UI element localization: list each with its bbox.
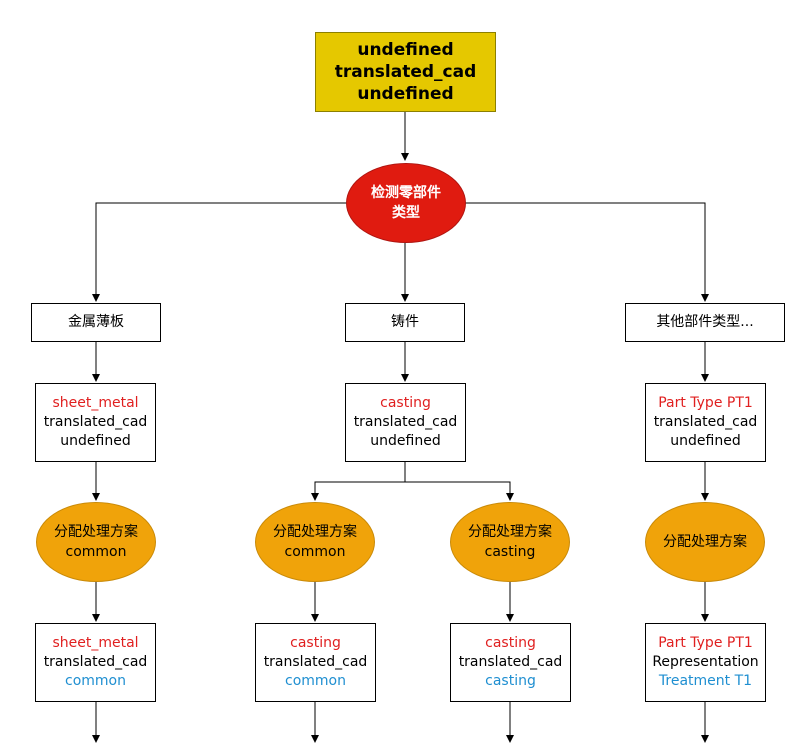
result-line-1: Part Type PT1 — [658, 635, 753, 651]
type-node-other: 其他部件类型... — [625, 303, 785, 342]
result-node-2: casting translated_cad common — [255, 623, 376, 702]
info-line-3: undefined — [370, 433, 441, 449]
info-line-3: undefined — [670, 433, 741, 449]
info-node-casting: casting translated_cad undefined — [345, 383, 466, 462]
root-line-1: undefined — [357, 40, 454, 60]
info-line-2: translated_cad — [353, 414, 458, 430]
assign-line-2: common — [284, 544, 346, 560]
edge-detect-other — [464, 202, 709, 302]
info-line-1: casting — [380, 395, 431, 411]
root-node: undefined translated_cad undefined — [315, 32, 496, 112]
detect-line-2: 类型 — [392, 205, 420, 221]
assign-line-1: 分配处理方案 — [273, 524, 357, 540]
result-line-3: Treatment T1 — [658, 673, 753, 689]
result-node-3: casting translated_cad casting — [450, 623, 571, 702]
result-line-3: casting — [485, 673, 536, 689]
result-line-2: translated_cad — [263, 654, 368, 670]
assign-line-1: 分配处理方案 — [468, 524, 552, 540]
result-line-2: translated_cad — [458, 654, 563, 670]
type-label: 铸件 — [391, 314, 419, 330]
edge-detect-sheet — [92, 202, 346, 302]
assign-node-3: 分配处理方案 casting — [450, 502, 570, 582]
result-line-2: Representation — [652, 654, 759, 670]
assign-node-1: 分配处理方案 common — [36, 502, 156, 582]
assign-line-2: common — [65, 544, 127, 560]
result-line-2: translated_cad — [43, 654, 148, 670]
assign-line-1: 分配处理方案 — [663, 534, 747, 550]
type-node-casting: 铸件 — [345, 303, 465, 342]
type-label: 其他部件类型... — [656, 314, 754, 330]
result-line-3: common — [285, 673, 346, 689]
result-line-1: sheet_metal — [52, 635, 139, 651]
edge-info-assign-3 — [405, 481, 514, 501]
info-line-2: translated_cad — [653, 414, 758, 430]
info-node-part-type-pt1: Part Type PT1 translated_cad undefined — [645, 383, 766, 462]
detect-part-type-node: 检测零部件 类型 — [346, 163, 466, 243]
type-label: 金属薄板 — [68, 314, 124, 330]
assign-node-4: 分配处理方案 — [645, 502, 765, 582]
result-line-1: casting — [485, 635, 536, 651]
root-line-2: translated_cad — [334, 62, 477, 82]
assign-line-1: 分配处理方案 — [54, 524, 138, 540]
result-node-1: sheet_metal translated_cad common — [35, 623, 156, 702]
assign-line-2: casting — [484, 544, 536, 560]
info-line-2: translated_cad — [43, 414, 148, 430]
detect-line-1: 检测零部件 — [371, 185, 441, 201]
info-line-1: sheet_metal — [52, 395, 139, 411]
result-node-4: Part Type PT1 Representation Treatment T… — [645, 623, 766, 702]
result-line-3: common — [65, 673, 126, 689]
assign-node-2: 分配处理方案 common — [255, 502, 375, 582]
info-line-3: undefined — [60, 433, 131, 449]
edge-info-assign-2 — [311, 462, 406, 501]
info-node-sheet-metal: sheet_metal translated_cad undefined — [35, 383, 156, 462]
result-line-1: casting — [290, 635, 341, 651]
info-line-1: Part Type PT1 — [658, 395, 753, 411]
type-node-sheet-metal: 金属薄板 — [31, 303, 161, 342]
root-line-3: undefined — [357, 84, 454, 104]
